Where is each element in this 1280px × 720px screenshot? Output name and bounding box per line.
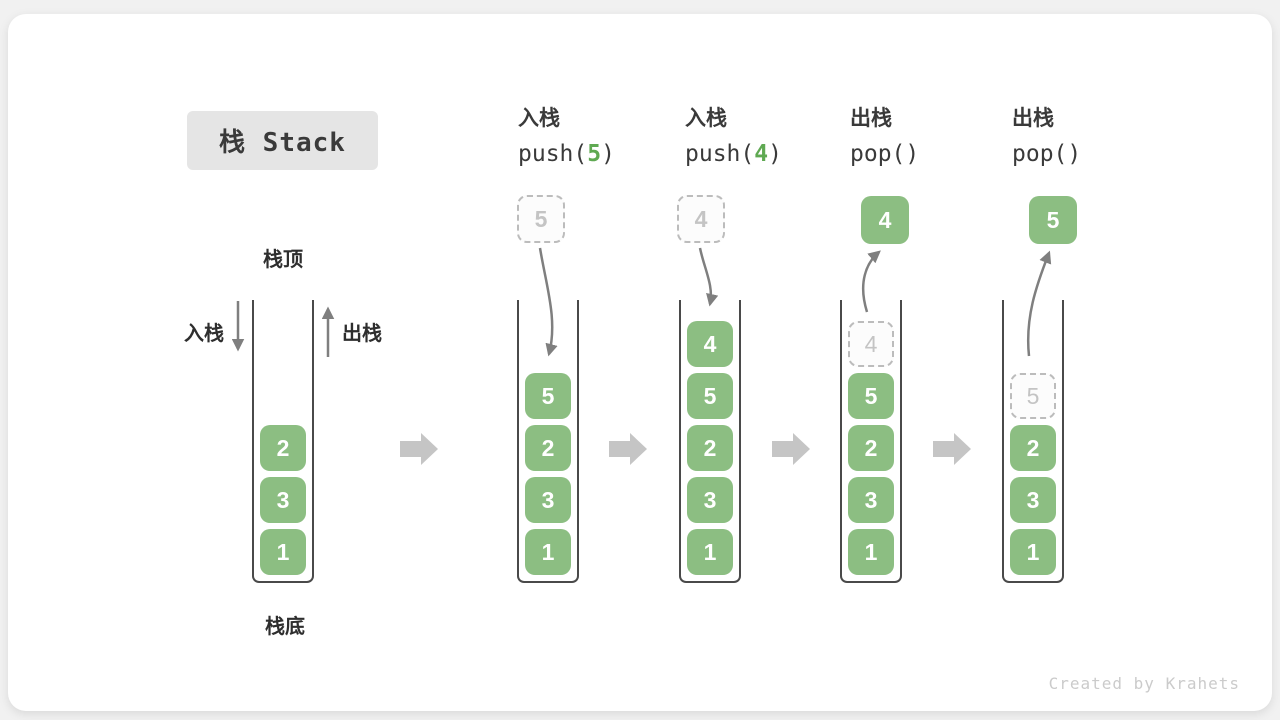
op-name: 出栈 — [850, 107, 892, 130]
stack-item: 2 — [260, 425, 306, 471]
stack-item: 2 — [525, 425, 571, 471]
op-code: pop() — [850, 137, 919, 171]
watermark: Created by Krahets — [1048, 674, 1240, 693]
stack-item: 3 — [848, 477, 894, 523]
code-text: ) — [601, 141, 615, 167]
stack-item: 3 — [525, 477, 571, 523]
stack-item: 1 — [260, 529, 306, 575]
op-label-push-5: 入栈 push(5) — [518, 104, 615, 171]
op-label-pop-1: 出栈 pop() — [850, 104, 919, 171]
op-label-pop-2: 出栈 pop() — [1012, 104, 1081, 171]
code-text: push( — [685, 141, 755, 167]
op-name: 入栈 — [685, 107, 727, 130]
stack-item: 3 — [1010, 477, 1056, 523]
op-label-push-4: 入栈 push(4) — [685, 104, 782, 171]
stack-item: 2 — [1010, 425, 1056, 471]
incoming-item-box: 5 — [517, 195, 565, 243]
code-arg: 5 — [587, 141, 602, 167]
stack-item: 2 — [848, 425, 894, 471]
stack-item: 3 — [687, 477, 733, 523]
stack-item: 1 — [525, 529, 571, 575]
stack-item: 5 — [687, 373, 733, 419]
stack-item: 5 — [848, 373, 894, 419]
stack-after-push-5: 5 2 3 1 — [517, 300, 579, 583]
code-text: pop( — [850, 141, 906, 167]
stack-after-push-4: 4 5 2 3 1 — [679, 300, 741, 583]
stack-top-label: 栈顶 — [263, 249, 303, 271]
stack-item: 2 — [687, 425, 733, 471]
op-name: 入栈 — [518, 107, 560, 130]
title-badge: 栈 Stack — [187, 111, 378, 170]
stack-item-ghost: 5 — [1010, 373, 1056, 419]
stack-item: 4 — [687, 321, 733, 367]
stack-after-pop-4: 4 5 2 3 1 — [840, 300, 902, 583]
stack-item: 3 — [260, 477, 306, 523]
popped-item-box: 4 — [861, 196, 909, 244]
code-text: ) — [1067, 141, 1082, 167]
stack-item: 1 — [848, 529, 894, 575]
code-text: push( — [518, 141, 588, 167]
stack-item-ghost: 4 — [848, 321, 894, 367]
pop-direction-label: 出栈 — [342, 323, 382, 345]
op-code: pop() — [1012, 137, 1081, 171]
stack-item: 1 — [687, 529, 733, 575]
stack-item: 1 — [1010, 529, 1056, 575]
incoming-item-box: 4 — [677, 195, 725, 243]
popped-item-box: 5 — [1029, 196, 1077, 244]
op-name: 出栈 — [1012, 107, 1054, 130]
code-arg: 4 — [754, 141, 769, 167]
stack-item: 5 — [525, 373, 571, 419]
op-code: push(5) — [518, 137, 615, 171]
code-text: ) — [905, 141, 920, 167]
stack-after-pop-5: 5 2 3 1 — [1002, 300, 1064, 583]
code-text: ) — [768, 141, 782, 167]
push-direction-label: 入栈 — [184, 323, 224, 345]
stack-initial: 2 3 1 — [252, 300, 314, 583]
op-code: push(4) — [685, 137, 782, 171]
stack-bottom-label: 栈底 — [265, 616, 305, 638]
code-text: pop( — [1012, 141, 1068, 167]
